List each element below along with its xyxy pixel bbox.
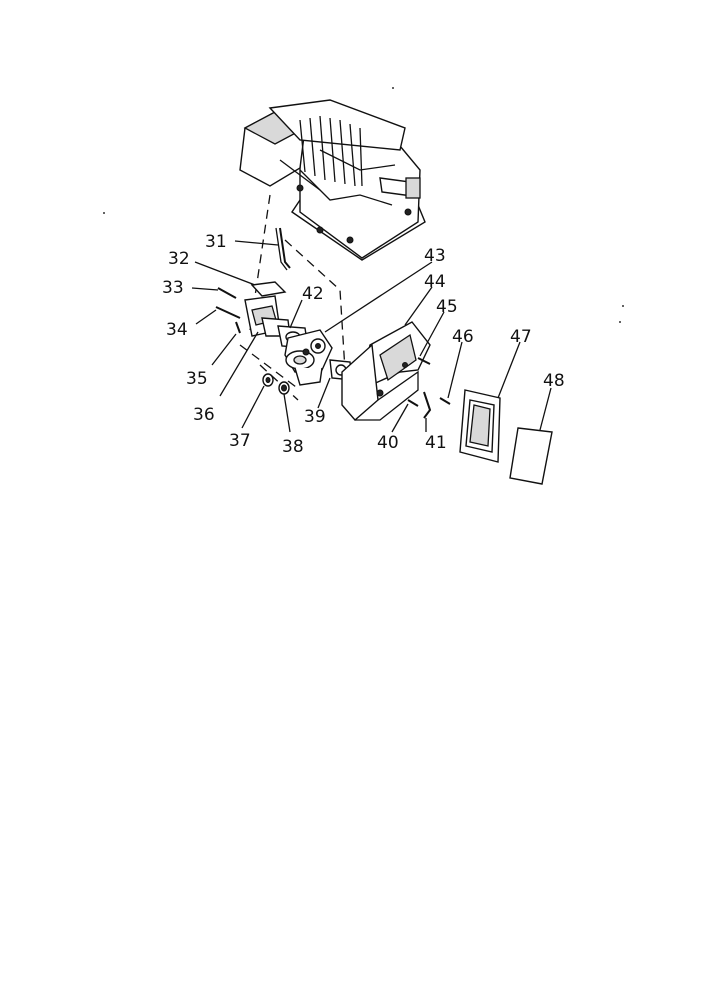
part-label-47: 47	[510, 327, 532, 347]
part-label-43: 43	[424, 246, 446, 266]
part-label-34: 34	[166, 320, 188, 340]
part-35-screw	[235, 321, 241, 334]
engine-block	[239, 99, 426, 261]
part-40-screw	[407, 399, 419, 407]
part-label-35: 35	[186, 369, 208, 389]
part-number-labels: 31 32 33 34 35 36 37 38 39 40 41 42 43 4…	[162, 232, 565, 457]
part-label-39: 39	[304, 407, 326, 427]
part-label-38: 38	[282, 437, 304, 457]
part-label-37: 37	[229, 431, 251, 451]
part-label-31: 31	[205, 232, 227, 252]
part-31-tube	[279, 227, 291, 269]
part-label-44: 44	[424, 272, 446, 292]
part-45-screw	[417, 357, 431, 365]
part-38-washer	[278, 381, 290, 395]
part-label-40: 40	[377, 433, 399, 453]
part-46-screw	[439, 397, 451, 405]
part-label-42: 42	[302, 284, 324, 304]
part-label-32: 32	[168, 249, 190, 269]
part-33-screw	[217, 287, 237, 299]
part-48-pre-cleaner	[509, 427, 553, 485]
part-label-45: 45	[436, 297, 458, 317]
part-32-gasket	[250, 281, 287, 297]
carburetor	[284, 329, 333, 386]
part-37-washer	[262, 373, 274, 387]
part-label-48: 48	[543, 371, 565, 391]
part-label-36: 36	[193, 405, 215, 425]
part-34-screw	[215, 306, 241, 319]
part-label-33: 33	[162, 278, 184, 298]
leader-lines	[191, 240, 552, 433]
part-44-air-cleaner-base	[341, 321, 431, 421]
part-41-bracket	[423, 391, 432, 419]
part-47-filter-element	[459, 389, 501, 463]
scan-specks	[103, 87, 624, 323]
part-label-41: 41	[425, 433, 447, 453]
part-label-46: 46	[452, 327, 474, 347]
